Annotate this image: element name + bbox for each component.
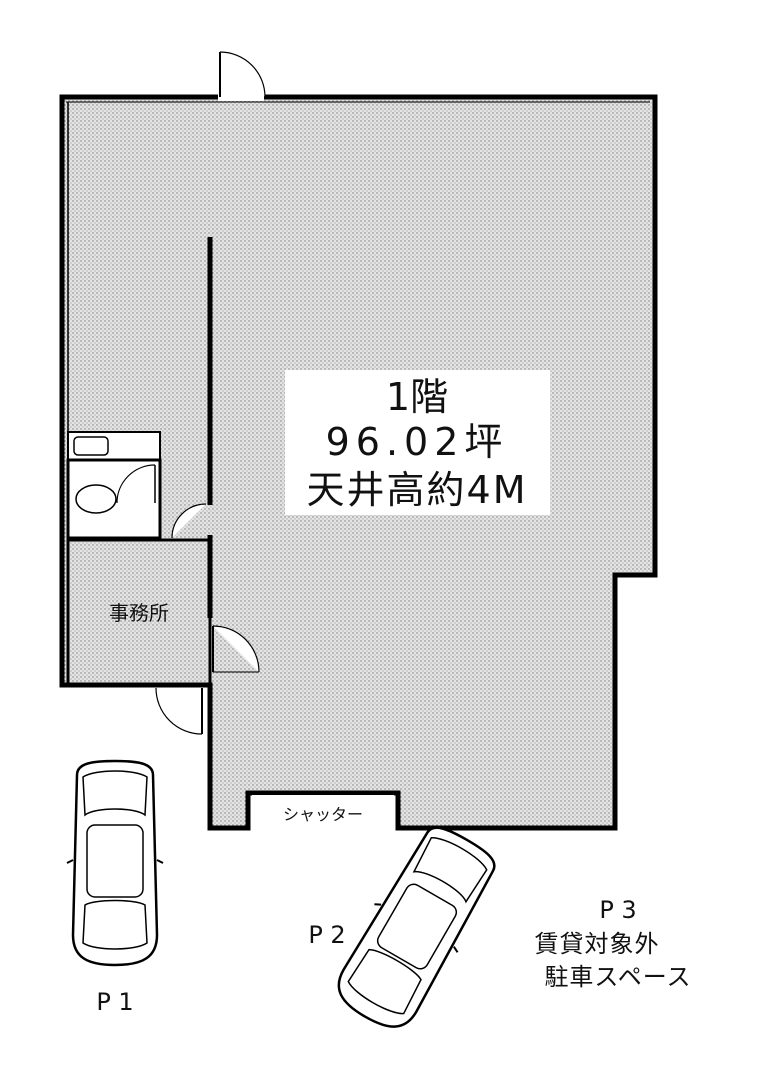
shutter-label: シャッター (283, 805, 363, 824)
top-door-gap (218, 93, 264, 101)
office-label: 事務所 (109, 601, 169, 625)
floor-area-label: 96.02坪 (326, 420, 509, 464)
office-door-swing (212, 625, 260, 673)
parking-p1-label: P 1 (96, 988, 133, 1016)
corridor-door-swing (171, 503, 207, 539)
sink-icon (73, 436, 109, 456)
floor-label-box (285, 370, 550, 515)
ceiling-height-label: 天井高約4M (307, 468, 528, 512)
exterior-door-swing (155, 687, 203, 735)
top-door-swing (219, 51, 266, 98)
car-p2-icon (337, 826, 496, 1028)
toilet-icon (75, 484, 117, 514)
parking-p3-label: P 3 (599, 896, 636, 924)
parking-p3-note2: 駐車スペース (544, 963, 691, 991)
parking-p3-note1: 賃貸対象外 (535, 930, 660, 958)
office-room (66, 538, 212, 687)
restroom-door-swing (116, 464, 156, 504)
floor-level-label: 1階 (386, 375, 448, 419)
parking-p2-label: P 2 (308, 921, 345, 949)
car-p1-icon (66, 759, 164, 967)
shutter-box (252, 795, 394, 828)
